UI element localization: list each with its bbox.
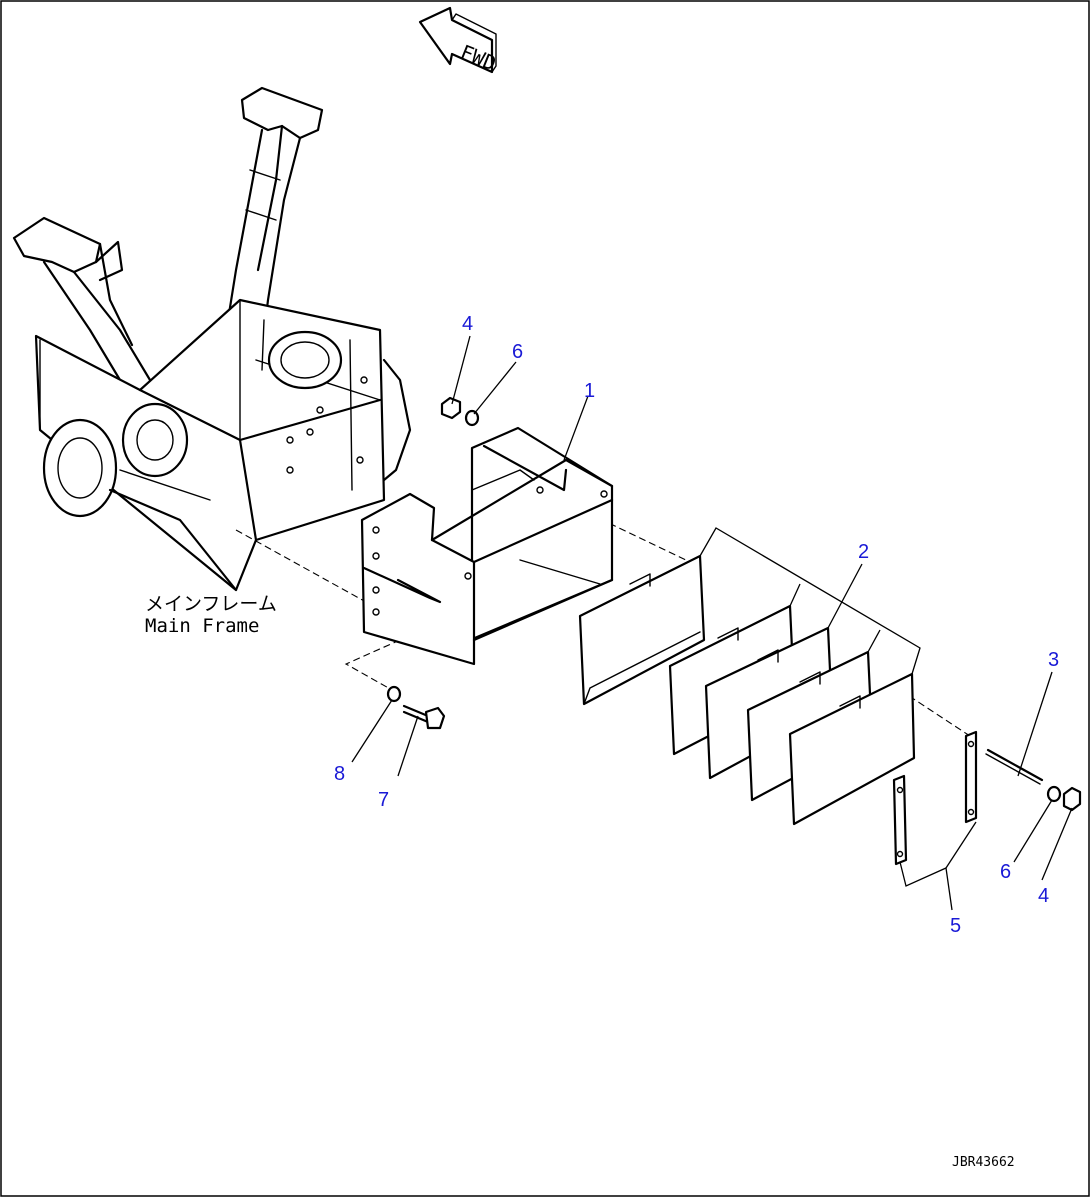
leader-lines (351, 335, 1073, 911)
part-7-bolt-bottom (402, 704, 446, 730)
callout-6-top: 6 (512, 341, 523, 363)
callout-4-top: 4 (462, 313, 473, 335)
main-frame-label-jp: メインフレーム (145, 593, 277, 615)
main-frame-label-en: Main Frame (145, 615, 259, 637)
assembly-line-frame-bracket (235, 529, 367, 603)
part-6-washer-top (464, 409, 480, 427)
fwd-arrow: FWD (418, 6, 500, 76)
callout-8: 8 (334, 763, 345, 785)
part-3-bolt (985, 748, 1044, 785)
callout-2: 2 (858, 541, 869, 563)
callout-labels: 4 6 1 2 3 8 7 6 4 5 (334, 313, 1059, 937)
drawing-code: JBR43662 (952, 1155, 1015, 1170)
part-4-nut-top (440, 396, 462, 420)
part-2-weight-plates (578, 554, 916, 826)
callout-4-bottom: 4 (1038, 885, 1049, 907)
callout-1: 1 (584, 380, 595, 402)
part-5-shim-plates (892, 730, 978, 866)
part-6-washer-right (1046, 785, 1062, 803)
main-frame-drawing (12, 86, 412, 592)
part-8-washer-bottom (386, 685, 402, 703)
part-4-nut-right (1062, 786, 1082, 812)
callout-5: 5 (950, 915, 961, 937)
callout-7: 7 (378, 789, 389, 811)
callout-3: 3 (1048, 649, 1059, 671)
part-1-bracket (360, 426, 614, 666)
callout-6-bottom: 6 (1000, 861, 1011, 883)
assembly-line-bolt (344, 639, 401, 691)
